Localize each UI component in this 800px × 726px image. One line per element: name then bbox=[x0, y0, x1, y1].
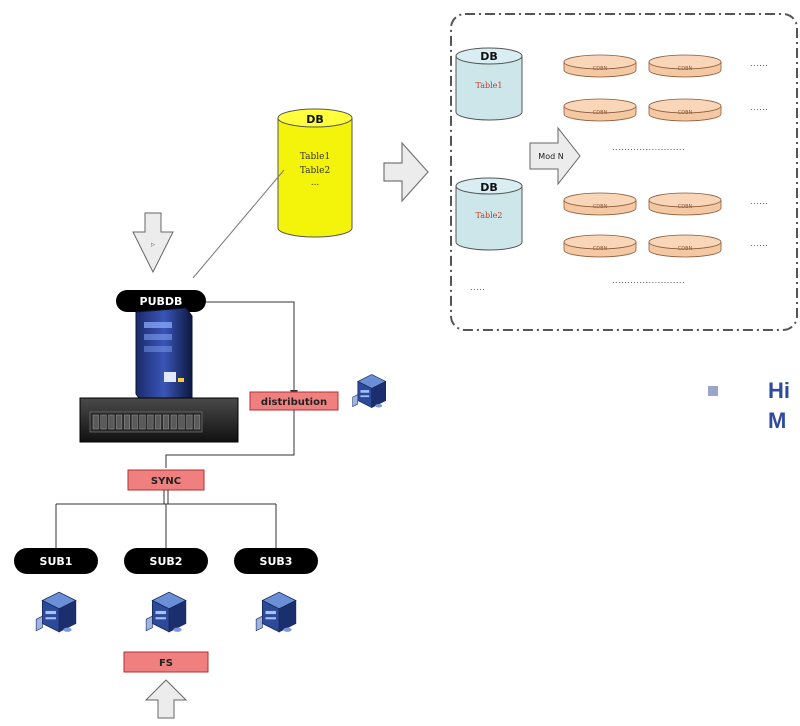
shard-disk-label: CDBN bbox=[593, 66, 608, 72]
rack-icon bbox=[79, 397, 239, 443]
shard-disk-label: CDBN bbox=[678, 110, 693, 116]
shard-db-2: DB Table2 bbox=[455, 177, 523, 251]
sub2-pc-icon bbox=[145, 591, 187, 633]
main-db-table-1: Table1 bbox=[300, 152, 330, 162]
shard-disk: CDBN bbox=[648, 54, 722, 78]
sub3-pc-icon bbox=[255, 591, 297, 633]
sync-subs-lines bbox=[55, 490, 277, 548]
shard-db-1-table: Table1 bbox=[476, 81, 503, 90]
shard-disk-label: CDBN bbox=[593, 204, 608, 210]
shard-db-2-title: DB bbox=[480, 181, 498, 194]
fs-node: FS bbox=[123, 651, 209, 673]
shard-disk-label: CDBN bbox=[593, 110, 608, 116]
shard-db-1-title: DB bbox=[480, 50, 498, 63]
shard-disk: CDBN bbox=[648, 234, 722, 258]
shard-cluster-box bbox=[450, 13, 798, 331]
sub2-node: SUB2 bbox=[124, 548, 208, 574]
ellipsis-row-3: ...... bbox=[750, 197, 768, 206]
shard-db-2-table: Table2 bbox=[476, 211, 503, 220]
shard-disks: CDBN CDBN CDBN CDBN CDBN CDBN CDBN CDBN bbox=[563, 54, 722, 258]
ellipsis-row-2: ...... bbox=[750, 103, 768, 112]
sub3-label: SUB3 bbox=[260, 555, 293, 568]
sub1-label: SUB1 bbox=[40, 555, 73, 568]
svg-text:▷: ▷ bbox=[151, 242, 155, 248]
shard-disk-label: CDBN bbox=[593, 246, 608, 252]
fs-label: FS bbox=[159, 658, 173, 669]
shard-disk: CDBN bbox=[563, 54, 637, 78]
sub1-node: SUB1 bbox=[14, 548, 98, 574]
server-icon bbox=[135, 307, 193, 403]
mod-label: Mod N bbox=[538, 152, 563, 161]
main-db-title: DB bbox=[306, 113, 324, 126]
distribution-sync-line bbox=[165, 408, 295, 468]
sync-node: SYNC bbox=[127, 469, 205, 491]
ellipsis-mid-1: ........................ bbox=[612, 143, 685, 152]
shard-disk: CDBN bbox=[563, 98, 637, 122]
bullet-icon bbox=[708, 386, 718, 396]
sub1-pc-icon bbox=[35, 591, 77, 633]
main-db-table-3: ... bbox=[311, 178, 320, 188]
main-db-table-2: Table2 bbox=[300, 166, 330, 176]
pubdb-distribution-line bbox=[206, 301, 295, 398]
bullet-line-1: Hi bbox=[768, 378, 790, 403]
ellipsis-mid-2: ........................ bbox=[612, 276, 685, 285]
distribution-pc-icon bbox=[352, 373, 387, 409]
shard-disk: CDBN bbox=[648, 98, 722, 122]
sub3-node: SUB3 bbox=[234, 548, 318, 574]
ellipsis-row-1: ...... bbox=[750, 59, 768, 68]
down-arrow-icon bbox=[132, 212, 174, 274]
up-arrow-icon bbox=[144, 679, 188, 719]
ellipsis-row-4: ...... bbox=[750, 239, 768, 248]
shard-disk: CDBN bbox=[563, 192, 637, 216]
pubdb-db-link bbox=[192, 169, 285, 279]
shard-disk: CDBN bbox=[563, 234, 637, 258]
pubdb-label: PUBDB bbox=[140, 295, 183, 308]
main-db: DB Table1 Table2 ... bbox=[277, 108, 353, 238]
right-arrow-icon bbox=[383, 141, 429, 203]
mod-arrow: Mod N bbox=[529, 126, 581, 186]
sync-label: SYNC bbox=[151, 476, 181, 487]
shard-disk: CDBN bbox=[648, 192, 722, 216]
shard-disk-label: CDBN bbox=[678, 204, 693, 210]
distribution-label: distribution bbox=[261, 397, 327, 408]
bullet-line-2: M bbox=[768, 408, 786, 433]
distribution-node: distribution bbox=[249, 391, 339, 411]
shard-disk-label: CDBN bbox=[678, 66, 693, 72]
shard-disk-label: CDBN bbox=[678, 246, 693, 252]
shard-db-1: DB Table1 bbox=[455, 47, 523, 121]
pubdb-node: PUBDB bbox=[116, 290, 206, 312]
sub2-label: SUB2 bbox=[150, 555, 183, 568]
ellipsis-bottom: ..... bbox=[470, 283, 485, 292]
